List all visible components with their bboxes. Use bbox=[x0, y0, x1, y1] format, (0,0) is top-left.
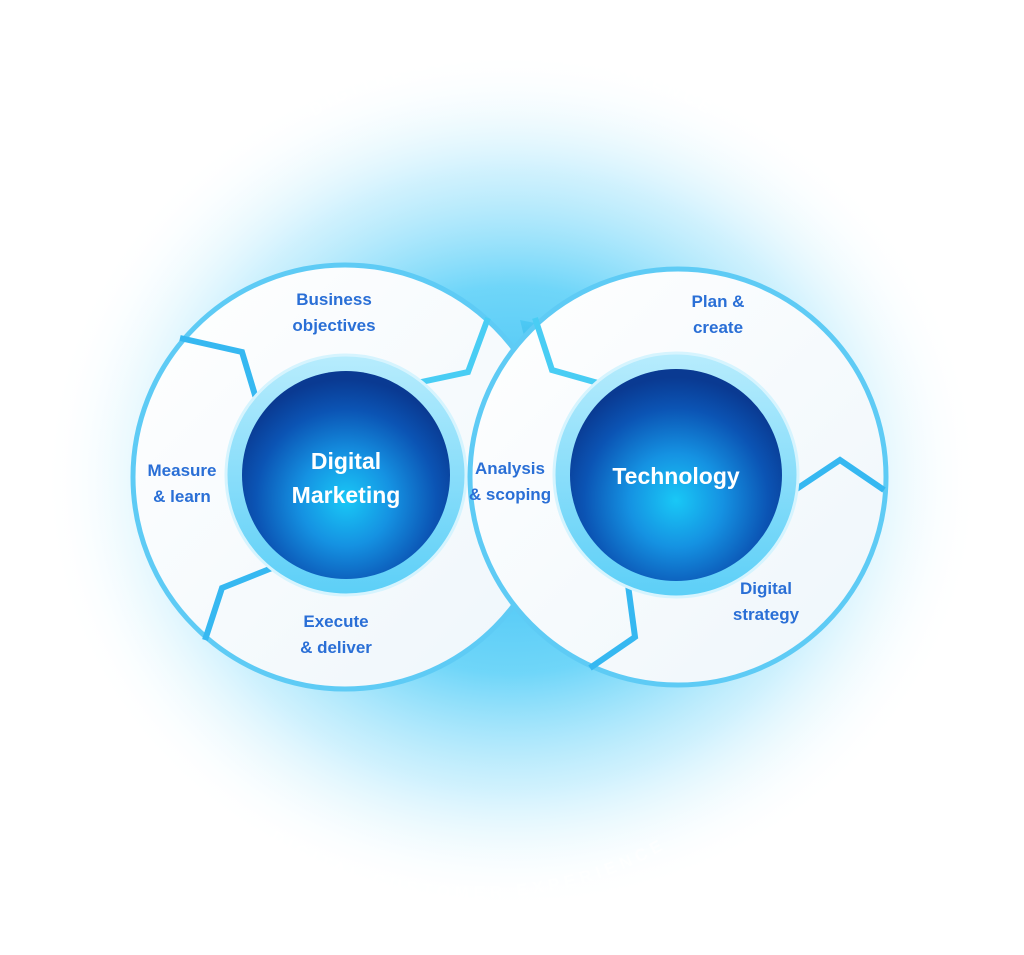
segment-label-line1: Execute bbox=[303, 612, 368, 631]
segment-plan-create: Plan & create bbox=[692, 292, 745, 337]
segment-label-line2: & scoping bbox=[469, 485, 551, 504]
segment-label-line2: objectives bbox=[292, 316, 375, 335]
segment-analysis-scoping: Analysis & scoping bbox=[469, 459, 551, 504]
segment-label-line2: & deliver bbox=[300, 638, 372, 657]
segment-business-objectives: Business objectives bbox=[292, 290, 375, 335]
segment-label-line1: Digital bbox=[740, 579, 792, 598]
hub-title-line1: Digital bbox=[311, 448, 381, 474]
segment-label-line2: create bbox=[693, 318, 743, 337]
segment-execute-deliver: Execute & deliver bbox=[300, 612, 372, 657]
segment-label-line2: & learn bbox=[153, 487, 211, 506]
segment-digital-strategy: Digital strategy bbox=[733, 579, 800, 624]
right-hub: Technology bbox=[552, 351, 800, 599]
segment-label-line1: Plan & bbox=[692, 292, 745, 311]
segment-label-line1: Measure bbox=[148, 461, 217, 480]
hub-title-line2: Marketing bbox=[292, 482, 401, 508]
segment-measure-learn: Measure & learn bbox=[148, 461, 217, 506]
segment-label-line1: Business bbox=[296, 290, 372, 309]
hub-title: Technology bbox=[612, 463, 740, 489]
segment-label-line1: Analysis bbox=[475, 459, 545, 478]
left-hub: Digital Marketing bbox=[224, 353, 468, 597]
segment-label-line2: strategy bbox=[733, 605, 800, 624]
